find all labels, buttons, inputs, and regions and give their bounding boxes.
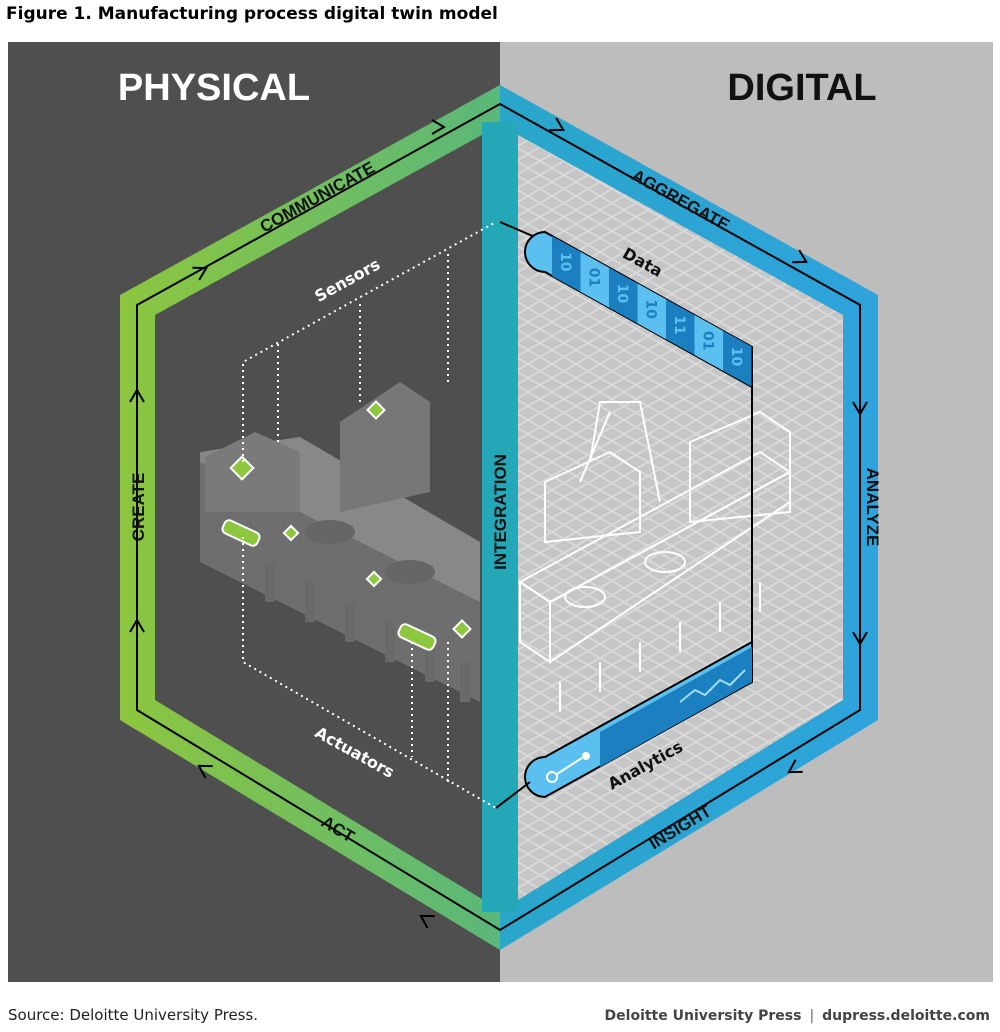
data-bit-label: 10 xyxy=(614,284,630,304)
data-bit-label: 01 xyxy=(586,268,602,287)
analytics-pipe xyxy=(495,640,753,809)
label-analyze: ANALYZE xyxy=(863,468,882,547)
cycle-arrows xyxy=(129,117,868,929)
digital-twin-diagram: PHYSICAL DIGITAL COMMUNICATE AGGREGATE A… xyxy=(8,42,993,982)
data-bit-cell xyxy=(580,251,609,308)
figure-title: Figure 1. Manufacturing process digital … xyxy=(6,4,498,24)
integration-bar xyxy=(482,122,518,912)
data-bit-label: 01 xyxy=(700,331,716,350)
data-bit-label: 10 xyxy=(728,347,744,367)
sensor-lines xyxy=(242,221,497,809)
data-bit-cell xyxy=(666,299,695,355)
data-bit-label: 10 xyxy=(643,299,659,319)
physical-machine xyxy=(200,382,480,702)
data-bit-cell xyxy=(609,267,638,324)
source-note: Source: Deloitte University Press. xyxy=(8,1006,259,1024)
data-bit-cell xyxy=(694,315,723,371)
cycle-path xyxy=(136,102,861,932)
publisher-credit: Deloitte University Press | dupress.deloit… xyxy=(605,1008,990,1024)
data-bit-label: 10 xyxy=(557,252,573,272)
label-create: CREATE xyxy=(129,473,148,542)
data-bit-cell xyxy=(637,283,666,340)
digital-grid xyxy=(518,135,843,900)
publisher-name: Deloitte University Press xyxy=(604,1008,802,1024)
data-bit-cell xyxy=(723,330,752,387)
digital-machine xyxy=(518,401,792,712)
publisher-url[interactable]: dupress.deloitte.com xyxy=(822,1008,990,1024)
data-bit-cell xyxy=(552,236,581,292)
label-integration: INTEGRATION xyxy=(491,454,510,570)
separator: | xyxy=(809,1008,815,1024)
data-bits: 10 01 10 10 11 01 10 xyxy=(552,236,752,387)
physical-heading: PHYSICAL xyxy=(118,67,310,109)
data-bit-label: 11 xyxy=(671,315,687,334)
digital-heading: DIGITAL xyxy=(727,67,876,109)
